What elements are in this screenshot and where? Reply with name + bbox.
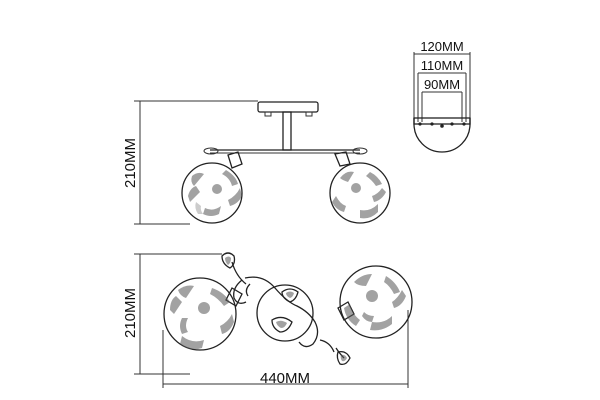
side-height-label: 210MM [122, 138, 139, 188]
top-left-shade [163, 277, 243, 351]
mounting-plate [413, 117, 471, 125]
canopy-inner-label: 90MM [424, 77, 460, 92]
ceiling-canopy [257, 101, 319, 113]
canopy-screw-right [305, 111, 313, 117]
center-scroll-ring [256, 284, 314, 342]
arm-end-right [352, 147, 368, 155]
canopy-detail: 120MM 110MM 90MM [413, 39, 471, 153]
side-view: 210MM [122, 100, 391, 225]
canopy-outer-label: 120MM [420, 39, 463, 54]
canopy-screw-left [264, 111, 272, 117]
top-right-shade [337, 265, 413, 339]
canopy-middle-label: 110MM [421, 58, 463, 73]
leaf-crystal-2 [281, 288, 299, 303]
arm-end-left [203, 147, 219, 155]
scroll-arm-right [244, 276, 319, 348]
side-right-shade [329, 151, 391, 224]
leaf-crystal-4 [336, 350, 351, 366]
down-rod [282, 111, 292, 151]
top-view: 210MM 440MM [122, 252, 413, 388]
canopy-circle [413, 123, 471, 153]
top-height-label: 210MM [122, 288, 139, 338]
leaf-crystal-3 [271, 316, 293, 333]
total-width-label: 440MM [260, 370, 310, 387]
side-left-shade [181, 151, 243, 224]
leaf-crystal-1 [221, 252, 236, 269]
